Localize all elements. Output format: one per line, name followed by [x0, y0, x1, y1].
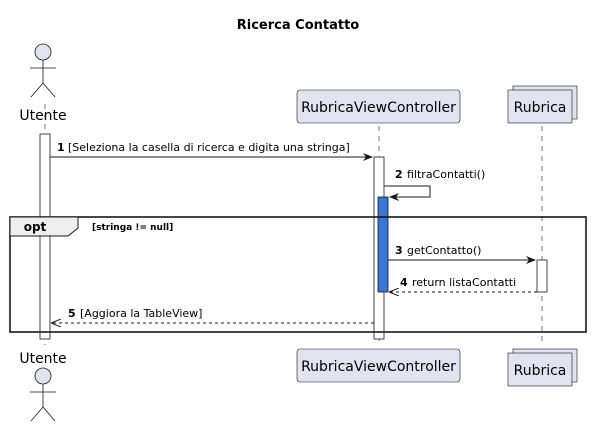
actor-icon [30, 43, 56, 98]
participant-controller-top: RubricaViewController [301, 100, 456, 116]
activation-rubrica [536, 259, 548, 293]
opt-fragment-tab [9, 216, 79, 237]
message-2-label: filtraContatti() [407, 168, 485, 181]
participant-box-controller-bottom [296, 348, 461, 383]
participant-utente-top: Utente [19, 108, 66, 124]
message-1-number: 1 [57, 141, 65, 154]
message-4-number: 4 [400, 276, 408, 289]
activation-controller-nested [377, 196, 389, 293]
diagram-title: Ricerca Contatto [237, 18, 360, 33]
participant-rubrica-top: Rubrica [514, 100, 567, 116]
actor-icon [30, 367, 56, 422]
message-4-label: return listaContatti [412, 276, 516, 289]
message-1-label: [Seleziona la casella di ricerca e digit… [68, 141, 350, 154]
opt-operator: opt [24, 220, 47, 234]
message-2-arrow [384, 185, 431, 201]
participant-box-rubrica-top [507, 85, 578, 124]
message-2-number: 2 [395, 168, 403, 181]
opt-guard: [stringa != null] [92, 223, 173, 233]
opt-fragment [9, 216, 587, 333]
message-3-label: getContatto() [407, 244, 481, 257]
message-3-number: 3 [395, 244, 403, 257]
participant-controller-bottom: RubricaViewController [301, 359, 456, 375]
message-5-number: 5 [68, 307, 76, 320]
participant-box-rubrica-bottom [507, 348, 578, 387]
participant-box-controller-top [296, 89, 461, 124]
participant-utente-bottom: Utente [19, 351, 66, 367]
participant-rubrica-bottom: Rubrica [514, 363, 567, 379]
message-5-label: [Aggiora la TableView] [80, 307, 202, 320]
